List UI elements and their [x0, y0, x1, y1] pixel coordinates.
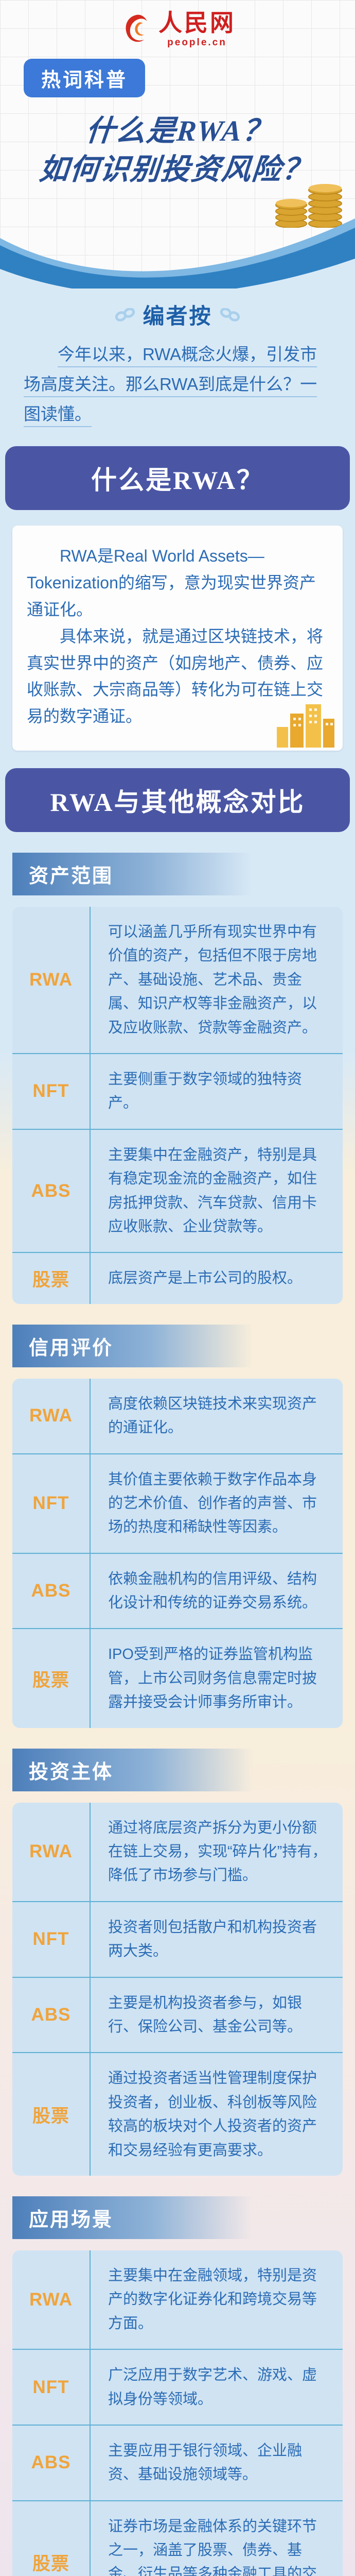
table-row: 股票证券市场是金融体系的关键环节之一，涵盖了股票、债券、基金、衍生品等多种金融工… [12, 2500, 343, 2576]
term-label: NFT [32, 1929, 69, 1950]
editor-note-title: 编者按 [143, 304, 212, 328]
group-label-investors: 投资主体 [12, 1748, 265, 1791]
term-label: 股票 [32, 2553, 69, 2574]
term-description: 底层资产是上市公司的股权。 [90, 1253, 343, 1304]
term-description: 其价值主要依赖于数字作品本身的艺术价值、创作者的声誉、市场的热度和稀缺性等因素。 [90, 1454, 343, 1553]
table-row: NFT 广泛应用于数字艺术、游戏、虚拟身份等领域。 [12, 2349, 343, 2425]
people-cn-logo-icon [126, 14, 147, 42]
editor-note-header: 编者按 [0, 289, 355, 330]
term-label: ABS [31, 2004, 71, 2025]
term-label: RWA [29, 1841, 73, 1862]
term-label: RWA [29, 1405, 73, 1426]
brand-subtitle: people.cn [167, 37, 227, 48]
term-description: 高度依赖区块链技术来实现资产的通证化。 [90, 1378, 343, 1453]
wave-divider [0, 218, 355, 289]
group-label-asset-scope: 资产范围 [12, 853, 265, 896]
term-description: 广泛应用于数字艺术、游戏、虚拟身份等领域。 [90, 2350, 343, 2425]
term-label: 股票 [32, 1670, 69, 1690]
section-header-comparison: RWA与其他概念对比 [5, 768, 350, 833]
term-label: 股票 [32, 1270, 69, 1291]
term-label: NFT [32, 2377, 69, 2397]
table-row: RWA 通过将底层资产拆分为更小份额在链上交易，实现“碎片化”持有，降低了市场参与… [12, 1802, 343, 1901]
table-row: ABS 主要集中在金融资产，特别是具有稳定现金流的金融资产，如住房抵押贷款、汽车贷… [12, 1128, 343, 1252]
term-description: 通过将底层资产拆分为更小份额在链上交易，实现“碎片化”持有，降低了市场参与门槛。 [90, 1802, 343, 1901]
definition-paragraph-2: 具体来说，就是通过区块链技术，将真实世界中的资产（如房地产、债券、应收账款、大宗… [27, 626, 324, 726]
gold-coins-icon [275, 184, 342, 228]
term-description: 依赖金融机构的信用评级、结构化设计和传统的证券交易系统。 [90, 1553, 343, 1629]
term-description: IPO受到严格的证券监管机构监管，上市公司财务信息需定时披露并接受会计师事务所审… [90, 1629, 343, 1728]
page-title-line1: 什么是RWA？ [84, 115, 274, 147]
chain-link-icon [115, 308, 135, 321]
table-row: ABS 依赖金融机构的信用评级、结构化设计和传统的证券交易系统。 [12, 1552, 343, 1629]
table-row: NFT 其价值主要依赖于数字作品本身的艺术价值、创作者的声誉、市场的热度和稀缺性等… [12, 1453, 343, 1553]
group-label-use-cases: 应用场景 [12, 2196, 265, 2239]
comparison-table-use-cases: RWA 主要集中在金融领域，特别是资产的数字化证券化和跨境交易等方面。 NFT 广泛… [12, 2250, 343, 2576]
table-row: RWA 可以涵盖几乎所有现实世界中有价值的资产，包括但不限于房地产、基础设施、艺术… [12, 907, 343, 1053]
term-label: NFT [32, 1081, 69, 1101]
term-label: RWA [29, 970, 73, 990]
term-description: 主要侧重于数字领域的独特资产。 [90, 1054, 343, 1129]
table-row: NFT 主要侧重于数字领域的独特资产。 [12, 1053, 343, 1129]
topic-badge: 热词科普 [24, 59, 146, 97]
term-label: 股票 [32, 2106, 69, 2126]
comparison-table-asset-scope: RWA 可以涵盖几乎所有现实世界中有价值的资产，包括但不限于房地产、基础设施、艺术… [12, 907, 343, 1304]
term-description: 主要集中在金融领域，特别是资产的数字化证券化和跨境交易等方面。 [90, 2250, 343, 2349]
term-description: 投资者则包括散户和机构投资者两大类。 [90, 1902, 343, 1977]
brand-title: 人民网 [158, 10, 236, 36]
term-label: RWA [29, 2289, 73, 2310]
section-header-what-is-rwa: 什么是RWA？ [5, 446, 350, 511]
hero-section: 人民网 people.cn 热词科普 什么是RWA？ 如何识别投资风险？ [0, 0, 355, 289]
table-row: RWA 主要集中在金融领域，特别是资产的数字化证券化和跨境交易等方面。 [12, 2250, 343, 2349]
main-content: 编者按 今年以来，RWA概念火爆，引发市场高度关注。那么RWA到底是什么？一图读… [0, 289, 355, 2576]
table-row: 股票 通过投资者适当性管理制度保护投资者，创业板、科创板等风险较高的板块对个人投资… [12, 2052, 343, 2176]
comparison-table-credit: RWA 高度依赖区块链技术来实现资产的通证化。 NFT 其价值主要依赖于数字作品本身… [12, 1378, 343, 1728]
term-description: 主要应用于银行领域、企业融资、基础设施领域等。 [90, 2425, 343, 2500]
term-description: 证券市场是金融体系的关键环节之一，涵盖了股票、债券、基金、衍生品等多种金融工具的… [90, 2501, 343, 2576]
term-label: NFT [32, 1493, 69, 1514]
buildings-icon [277, 704, 334, 748]
term-label: ABS [31, 1180, 71, 1201]
table-row: 股票 IPO受到严格的证券监管机构监管，上市公司财务信息需定时披露并接受会计师事务… [12, 1628, 343, 1728]
table-row: NFT 投资者则包括散户和机构投资者两大类。 [12, 1901, 343, 1977]
definition-card: RWA是Real World Assets—Tokenization的缩写，意为… [12, 526, 343, 751]
term-description: 主要是机构投资者参与，如银行、保险公司、基金公司等。 [90, 1977, 343, 2053]
table-row: 股票底层资产是上市公司的股权。 [12, 1252, 343, 1304]
term-label: ABS [31, 2452, 71, 2473]
term-description: 可以涵盖几乎所有现实世界中有价值的资产，包括但不限于房地产、基础设施、艺术品、贵… [90, 907, 343, 1053]
comparison-table-investors: RWA 通过将底层资产拆分为更小份额在链上交易，实现“碎片化”持有，降低了市场参与… [12, 1802, 343, 2176]
definition-paragraph-1: RWA是Real World Assets—Tokenization的缩写，意为… [27, 547, 316, 619]
term-description: 主要集中在金融资产，特别是具有稳定现金流的金融资产，如住房抵押贷款、汽车贷款、信… [90, 1129, 343, 1252]
table-row: ABS 主要是机构投资者参与，如银行、保险公司、基金公司等。 [12, 1976, 343, 2053]
group-label-credit: 信用评价 [12, 1324, 265, 1367]
chain-link-icon [220, 308, 240, 321]
editor-note-body: 今年以来，RWA概念火爆，引发市场高度关注。那么RWA到底是什么？一图读懂。 [24, 345, 317, 423]
brand-logo: 人民网 people.cn [0, 0, 355, 48]
term-label: ABS [31, 1581, 71, 1601]
table-row: RWA 高度依赖区块链技术来实现资产的通证化。 [12, 1378, 343, 1453]
table-row: ABS 主要应用于银行领域、企业融资、基础设施领域等。 [12, 2424, 343, 2500]
term-description: 通过投资者适当性管理制度保护投资者，创业板、科创板等风险较高的板块对个人投资者的… [90, 2053, 343, 2176]
